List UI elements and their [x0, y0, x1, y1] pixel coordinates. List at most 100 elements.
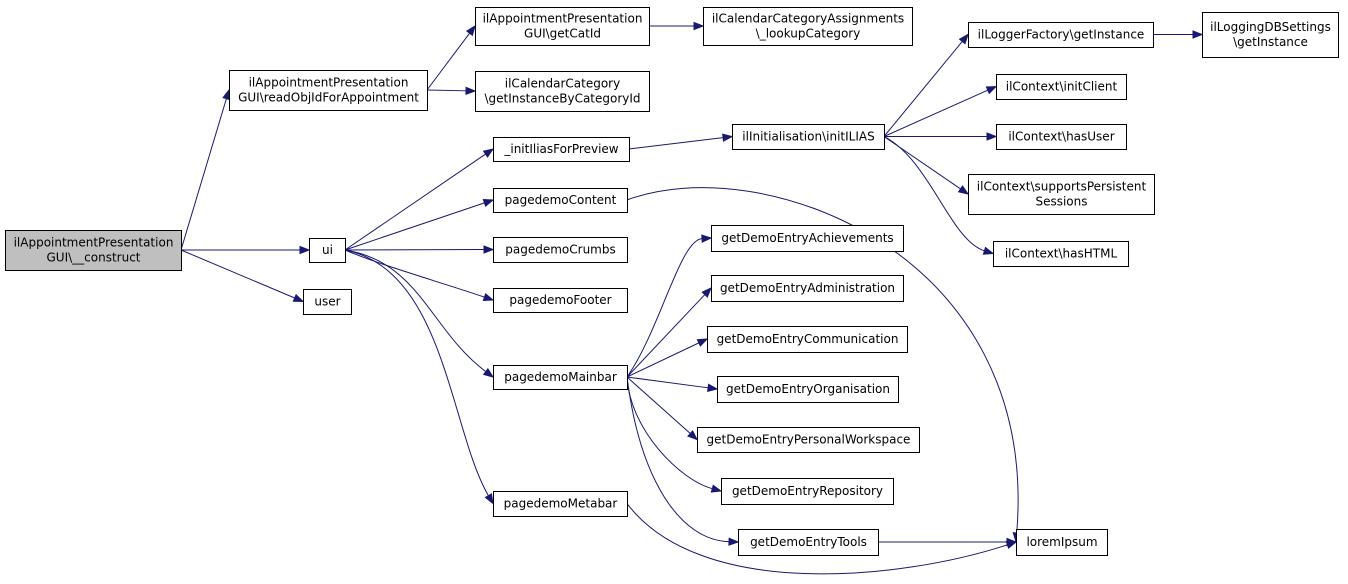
node-box[interactable]: [303, 289, 352, 315]
node-getInstanceByCategoryId[interactable]: ilCalendarCategory\getInstanceByCategory…: [475, 71, 650, 112]
edge-arrowhead: [1192, 30, 1204, 39]
node-box[interactable]: [229, 70, 428, 111]
node-box[interactable]: [711, 275, 904, 302]
node-box[interactable]: [968, 174, 1155, 215]
node-box[interactable]: [5, 230, 182, 271]
node-hasUser[interactable]: ilContext\hasUser: [996, 124, 1127, 150]
edge-initILIAS-to-loggerGetInstance: [883, 33, 969, 137]
node-getDemoEntryAdministration[interactable]: getDemoEntryAdministration: [711, 275, 904, 302]
edge-pagedemoMainbar-to-getDemoEntryOrganisation: [626, 376, 719, 392]
edge-arrowhead: [696, 338, 709, 347]
node-pagedemoCrumbs[interactable]: pagedemoCrumbs: [493, 237, 628, 263]
node-label: ilContext\hasUser: [1008, 130, 1114, 144]
edge-initILIAS-to-hasUser: [884, 132, 998, 141]
node-label: _initIliasForPreview: [503, 142, 618, 156]
node-pagedemoMetabar[interactable]: pagedemoMetabar: [493, 491, 628, 517]
edge-arrowhead: [465, 86, 477, 96]
node-box[interactable]: [493, 137, 630, 162]
node-lookupCategory[interactable]: ilCalendarCategoryAssignments\_lookupCat…: [703, 7, 913, 46]
node-box[interactable]: [993, 241, 1129, 267]
node-box[interactable]: [738, 529, 879, 556]
node-box[interactable]: [717, 376, 899, 403]
edge-arrowhead: [687, 430, 699, 441]
node-box[interactable]: [711, 225, 904, 252]
edge-arrowhead: [722, 133, 734, 142]
node-label: ilAppointmentPresentation: [483, 12, 643, 26]
node-getDemoEntryAchievements[interactable]: getDemoEntryAchievements: [711, 225, 904, 252]
node-box[interactable]: [493, 237, 628, 263]
node-pagedemoFooter[interactable]: pagedemoFooter: [493, 288, 628, 313]
node-getDemoEntryCommunication[interactable]: getDemoEntryCommunication: [707, 326, 908, 353]
node-loggingDBSettings[interactable]: ilLoggingDBSettings\getInstance: [1202, 12, 1339, 58]
node-label: getDemoEntryOrganisation: [726, 382, 890, 396]
node-box[interactable]: [475, 71, 650, 112]
node-getDemoEntryPersonalWorkspace[interactable]: getDemoEntryPersonalWorkspace: [697, 427, 920, 453]
edge-readObjId-to-getInstanceByCategoryId: [426, 86, 477, 96]
node-label: getDemoEntryAdministration: [720, 281, 895, 295]
node-label: ilLoggingDBSettings: [1210, 20, 1331, 34]
node-user[interactable]: user: [303, 289, 352, 315]
node-label: loremIpsum: [1026, 535, 1097, 549]
node-box[interactable]: [475, 7, 650, 46]
edge-construct-to-user: [180, 249, 305, 303]
node-initIliasForPreview[interactable]: _initIliasForPreview: [493, 137, 630, 162]
edge-line: [883, 89, 988, 137]
node-box[interactable]: [697, 427, 920, 453]
node-label: getDemoEntryRepository: [732, 484, 883, 498]
edge-ui-to-initIliasForPreview: [344, 148, 495, 251]
node-label: user: [314, 295, 340, 309]
node-box[interactable]: [1016, 529, 1108, 556]
node-box[interactable]: [996, 74, 1127, 100]
node-loggerGetInstance[interactable]: ilLoggerFactory\getInstance: [968, 22, 1154, 48]
node-label: pagedemoCrumbs: [505, 243, 615, 257]
edges-layer: [180, 21, 1204, 575]
node-box[interactable]: [707, 326, 908, 353]
node-pagedemoMainbar[interactable]: pagedemoMainbar: [493, 365, 628, 390]
node-hasHTML[interactable]: ilContext\hasHTML: [993, 241, 1129, 267]
node-box[interactable]: [1202, 12, 1339, 58]
node-box[interactable]: [996, 124, 1127, 150]
edge-arrowhead: [693, 21, 705, 31]
node-label: ilCalendarCategoryAssignments: [712, 12, 904, 26]
node-label: ilContext\supportsPersistent: [977, 180, 1147, 194]
node-label: ilLoggerFactory\getInstance: [978, 28, 1145, 42]
node-box[interactable]: [703, 7, 913, 46]
node-box[interactable]: [721, 478, 894, 505]
node-label: GUI\__construct: [46, 251, 140, 265]
node-ui[interactable]: ui: [309, 238, 346, 263]
node-label: pagedemoFooter: [509, 293, 611, 307]
edge-line: [626, 342, 700, 378]
edge-arrowhead: [958, 33, 969, 45]
edge-pagedemoMainbar-to-getDemoEntryTools: [626, 376, 740, 546]
node-box[interactable]: [968, 22, 1154, 48]
edge-arrowhead: [985, 85, 998, 95]
node-box[interactable]: [493, 188, 628, 213]
node-box[interactable]: [493, 288, 628, 313]
node-getDemoEntryTools[interactable]: getDemoEntryTools: [738, 529, 879, 556]
node-label: ui: [322, 243, 333, 257]
node-box[interactable]: [309, 238, 346, 263]
edge-ui-to-pagedemoMetabar: [344, 249, 494, 505]
node-box[interactable]: [493, 365, 628, 390]
edge-initILIAS-to-initClient: [883, 85, 998, 137]
node-box[interactable]: [493, 491, 628, 517]
node-getDemoEntryOrganisation[interactable]: getDemoEntryOrganisation: [717, 376, 899, 403]
node-box[interactable]: [732, 124, 885, 150]
edge-arrowhead: [299, 245, 311, 255]
node-pagedemoContent[interactable]: pagedemoContent: [493, 188, 628, 213]
node-getDemoEntryRepository[interactable]: getDemoEntryRepository: [721, 478, 894, 505]
edge-arrowhead: [222, 88, 231, 101]
node-initILIAS[interactable]: ilInitialisation\initILIAS: [732, 124, 885, 150]
edge-line: [344, 249, 489, 496]
edge-arrowhead: [710, 484, 723, 493]
node-readObjId[interactable]: ilAppointmentPresentationGUI\readObjIdFo…: [229, 70, 428, 111]
node-initClient[interactable]: ilContext\initClient: [996, 74, 1127, 100]
edge-loggerGetInstance-to-loggingDBSettings: [1153, 30, 1204, 39]
node-loremIpsum[interactable]: loremIpsum: [1016, 529, 1108, 556]
node-label: getDemoEntryPersonalWorkspace: [707, 433, 911, 447]
edge-line: [344, 202, 485, 251]
edge-ui-to-pagedemoCrumbs: [344, 245, 495, 254]
